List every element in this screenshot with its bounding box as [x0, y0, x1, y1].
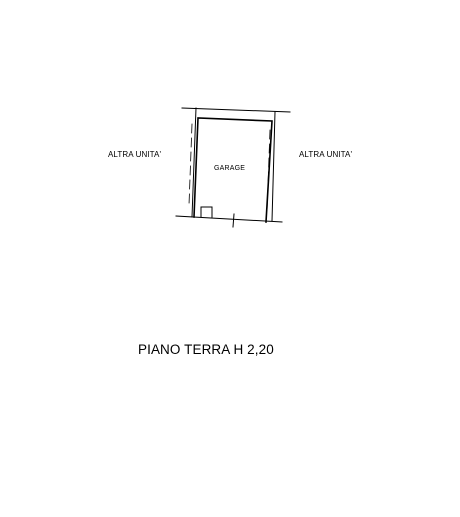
left-wall-dashed-line [188, 123, 193, 206]
right-wall-dashed-line [266, 129, 271, 213]
bottom-wall-tick [232, 213, 235, 228]
neighbor-unit-left-label: ALTRA UNITA' [108, 150, 162, 159]
left-wall-outer-line [191, 107, 197, 218]
garage-outline [193, 117, 273, 223]
floor-level-title: PIANO TERRA H 2,20 [138, 342, 274, 357]
door-notch [200, 206, 213, 218]
neighbor-unit-right-label: ALTRA UNITA' [299, 150, 353, 159]
top-wall-outer-line [181, 107, 291, 113]
garage-room-label: GARAGE [214, 165, 246, 172]
right-wall-outer-line [271, 111, 276, 222]
